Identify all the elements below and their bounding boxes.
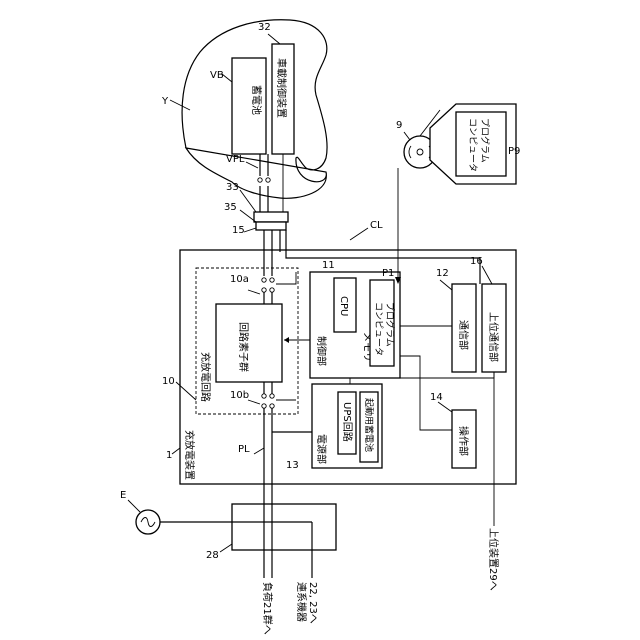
memory-program-line2: プログラム [384, 302, 396, 347]
switch-b-dot4 [270, 404, 274, 408]
switch-a-dot3 [262, 288, 266, 292]
cable-lines [264, 230, 280, 252]
comm-label: 通信部 [457, 320, 470, 350]
switch-b-dot1 [262, 394, 266, 398]
power-line-ref: PL [238, 444, 250, 455]
vctrl-leader [268, 34, 280, 44]
grid-ref: E [120, 490, 126, 501]
pl-leader [254, 448, 264, 454]
vehicle-control-label: 車載制御装置 [275, 58, 288, 118]
startup-battery-label: 起動用蓄電池 [363, 398, 375, 452]
grid-leader [128, 500, 140, 512]
switch-a-lower [264, 292, 272, 304]
upper-device-label: 上位装置29へ [487, 528, 500, 591]
socket-box [254, 212, 288, 222]
circuit-ref: 10 [162, 376, 175, 387]
vehicle-leader [170, 100, 190, 110]
battery-label: 蓄電池 [250, 85, 263, 115]
vpl-switch-dot1 [258, 178, 262, 182]
plug-box [256, 222, 286, 230]
main-power-line [264, 408, 272, 578]
upper-comm-ref: 16 [470, 256, 483, 267]
upper-comm-leader [482, 266, 492, 284]
vpl-ref: VPL [226, 154, 245, 165]
connector-ref: 15 [232, 225, 245, 236]
grid-devices-line2: 22, 23へ [307, 582, 318, 624]
ctrl-to-switch-a [276, 272, 296, 284]
switch-a-dot4 [270, 288, 274, 292]
vehicle-control-ref: 32 [258, 22, 271, 33]
control-to-operation [400, 356, 452, 430]
breaker-box [232, 504, 336, 550]
cable-leader [350, 228, 368, 240]
load-group-label: 負荷21群へ [261, 582, 274, 635]
comp-program-line1: コンピュータ [467, 118, 478, 172]
power-line-upper [264, 252, 272, 276]
ctrl-arrow [284, 337, 289, 343]
memory-ref: P1 [382, 268, 394, 279]
switch-a-dot2 [270, 278, 274, 282]
computer-leader [404, 132, 410, 140]
charger-leader [172, 448, 180, 454]
ups-label: UPS回路 [341, 402, 354, 442]
switch-a-dot1 [262, 278, 266, 282]
operation-leader [438, 402, 452, 412]
computer-ref: 9 [396, 120, 402, 131]
power-ref: 13 [286, 460, 299, 471]
vehicle-ref: Y [161, 96, 169, 107]
comm-leader [440, 280, 452, 290]
plug-ref: 35 [224, 202, 237, 213]
circuit-elements-label: 回路素子群 [237, 322, 250, 372]
charger-ref: 1 [166, 450, 172, 461]
control-label: 制御部 [315, 336, 328, 366]
vpl-switch-dot2 [266, 178, 270, 182]
breaker-ref: 28 [206, 550, 219, 561]
circuit-leader [176, 382, 196, 400]
circuit-elements-box [216, 304, 282, 382]
power-label: 電源部 [315, 434, 328, 464]
control-to-upper-comm [400, 372, 494, 378]
cpu-label: CPU [338, 296, 349, 316]
circuit-label: 充放電回路 [199, 352, 212, 402]
grid-devices-line1: 連系機器 [295, 582, 308, 622]
switch-b-leader [248, 400, 260, 404]
breaker-leader [220, 544, 232, 552]
battery-ref: VB [210, 70, 224, 81]
upper-comm-label: 上位通信部 [487, 312, 500, 362]
operation-label: 操作部 [457, 426, 470, 456]
operation-ref: 14 [430, 392, 443, 403]
switch-b-dot3 [262, 404, 266, 408]
switch-b-upper [264, 382, 272, 394]
cable-ref: CL [370, 220, 383, 231]
program-ref: P9 [508, 146, 520, 157]
socket-ref: 33 [226, 182, 239, 193]
connector-leader [244, 228, 256, 232]
comm-ref: 12 [436, 268, 449, 279]
control-ref: 11 [322, 260, 335, 271]
vehicle-power-line [260, 154, 268, 212]
comp-program-line2: プログラム [479, 118, 491, 163]
vpl-leader [246, 162, 258, 168]
memory-program-line1: コンピュータ [373, 302, 384, 356]
switch-b-dot2 [270, 394, 274, 398]
switch-a-leader [248, 290, 260, 294]
charger-label: 充放電装置 [183, 430, 196, 480]
switch-a-ref: 10a [230, 274, 249, 285]
switch-b-ref: 10b [230, 390, 249, 401]
